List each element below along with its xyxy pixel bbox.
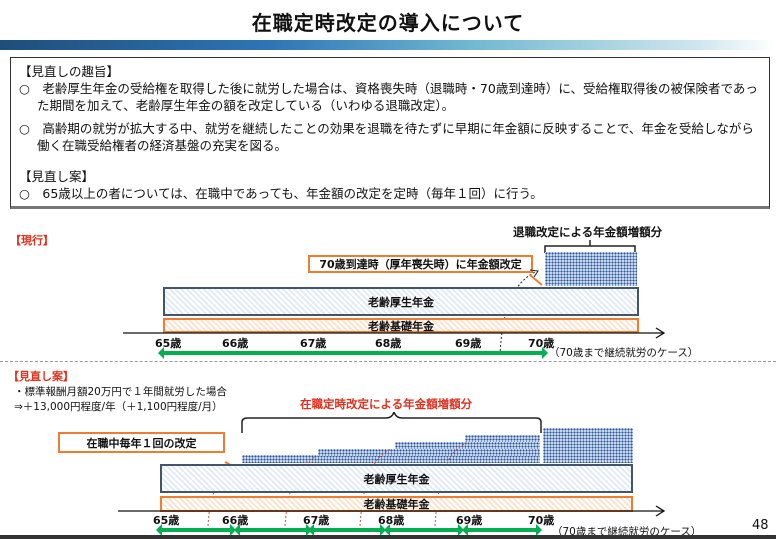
kousei-nenkin-bar: 老齢厚生年金 <box>160 464 633 493</box>
age-label: 66歳 <box>222 514 249 527</box>
age-label: 68歳 <box>378 514 405 527</box>
kousei-nenkin-bar: 老齢厚生年金 <box>163 287 639 316</box>
case-note: （70歳まで継続就労のケース） <box>549 347 699 359</box>
age-label: 66歳 <box>222 337 249 350</box>
current-increase-label: 退職改定による年金額増額分 <box>513 225 663 239</box>
work-period-arrow <box>462 524 542 536</box>
age-label: 67歳 <box>300 337 327 350</box>
summary-bullet: ○ 高齢期の就労が拡大する中、就労を継続したことの効果を退職を待たずに早期に年金… <box>19 121 754 153</box>
increase-step-1 <box>242 455 540 463</box>
current-label: 【現行】 <box>10 234 54 247</box>
summary-heading: 【見直しの趣旨】 <box>19 64 120 79</box>
age-label: 69歳 <box>455 337 482 350</box>
page-title: 在職定時改定の導入について <box>251 11 525 35</box>
age-label: 69歳 <box>456 514 483 527</box>
proposal-note: ・標準報酬月額20万円で１年間就労した場合 <box>14 386 227 398</box>
work-period-arrow <box>384 524 464 536</box>
summary-bullet: ○ 老齢厚生年金の受給権を取得した後に就労した場合は、資格喪失時（退職時・70歳… <box>19 81 758 113</box>
bracket-icon <box>544 240 636 253</box>
age-label: 65歳 <box>153 514 180 527</box>
increase-step-2 <box>318 449 540 456</box>
title-gradient-bar <box>0 40 776 50</box>
age-label: 68歳 <box>375 337 402 350</box>
increase-step-4 <box>465 435 540 442</box>
work-period-arrow <box>234 524 312 536</box>
axis-arrow-icon <box>118 505 666 517</box>
work-period-arrow <box>156 524 236 536</box>
page-number: 48 <box>752 518 769 533</box>
age-label: 65歳 <box>155 337 182 350</box>
age-label: 70歳 <box>528 514 555 527</box>
proposal-callout: 在職中毎年１回の改定 <box>58 432 225 453</box>
summary-box: 【見直しの趣旨】 ○ 老齢厚生年金の受給権を取得した後に就労した場合は、資格喪失… <box>10 57 770 209</box>
kiso-nenkin-bar: 老齢基礎年金 <box>163 318 639 333</box>
age-label: 70歳 <box>528 337 555 350</box>
kiso-nenkin-bar: 老齢基礎年金 <box>160 496 633 512</box>
proposal-note: ⇒＋13,000円程度/年（＋1,100円程度/月） <box>14 401 223 413</box>
current-callout: 70歳到達時（厚年喪失時）に年金額改定 <box>308 255 533 273</box>
increase-step-3 <box>395 442 540 449</box>
summary-bullet: ○ 65歳以上の者については、在職中であっても、年金額の改定を定時（毎年１回）に… <box>19 186 543 201</box>
proposal-increase-label: 在職定時改定による年金額増額分 <box>300 397 473 411</box>
bottom-bar <box>0 535 776 539</box>
age-label: 67歳 <box>303 514 330 527</box>
proposal-heading: 【見直し案】 <box>19 169 95 184</box>
proposal-label: 【見直し案】 <box>8 370 74 383</box>
section-divider <box>0 361 776 362</box>
increase-step-5 <box>543 428 633 463</box>
axis-arrow-icon <box>123 327 666 339</box>
bracket-icon <box>241 412 542 433</box>
work-period-arrow <box>308 524 386 536</box>
work-period-arrow <box>158 347 548 359</box>
current-increase-block <box>545 252 637 286</box>
